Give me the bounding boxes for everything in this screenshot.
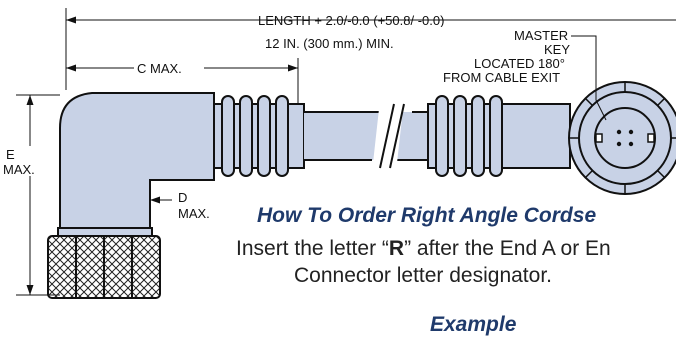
c-max-label: C MAX. bbox=[137, 61, 182, 76]
instruction-letter: R bbox=[388, 237, 405, 260]
order-instruction: Insert the letter “R” after the End A or… bbox=[236, 235, 676, 289]
instruction-line-2: Connector letter designator. bbox=[294, 264, 552, 287]
d-max-label: MAX. bbox=[178, 206, 210, 221]
cable bbox=[304, 100, 428, 172]
connector-face bbox=[568, 81, 676, 195]
example-heading: Example bbox=[430, 313, 517, 336]
cordset-drawing: LENGTH + 2.0/-0.0 (+50.8/ -0.0) 12 IN. (… bbox=[2, 8, 676, 299]
master-label: MASTER bbox=[514, 28, 568, 43]
d-label: D bbox=[178, 190, 187, 205]
cable-exit-label: FROM CABLE EXIT bbox=[443, 70, 560, 85]
located-label: LOCATED 180° bbox=[474, 56, 565, 71]
length-dimension: LENGTH + 2.0/-0.0 (+50.8/ -0.0) 12 IN. (… bbox=[65, 8, 676, 90]
left-strain-relief bbox=[213, 95, 305, 177]
instruction-text-end: ” after the End A or En bbox=[404, 237, 611, 260]
master-key-callout: MASTER KEY LOCATED 180° FROM CABLE EXIT bbox=[440, 27, 607, 121]
length-label: LENGTH + 2.0/-0.0 (+50.8/ -0.0) bbox=[258, 13, 444, 28]
e-max-dimension: E MAX. bbox=[2, 94, 60, 296]
instruction-text-start: Insert the letter “ bbox=[236, 237, 389, 260]
e-max-label: MAX. bbox=[3, 162, 35, 177]
right-angle-connector bbox=[47, 92, 215, 299]
right-strain-relief bbox=[427, 95, 571, 177]
order-heading: How To Order Right Angle Cordse bbox=[257, 204, 597, 227]
length-min-label: 12 IN. (300 mm.) MIN. bbox=[265, 36, 394, 51]
key-label: KEY bbox=[544, 42, 570, 57]
e-label: E bbox=[6, 147, 15, 162]
d-max-dimension: D MAX. bbox=[149, 185, 210, 221]
